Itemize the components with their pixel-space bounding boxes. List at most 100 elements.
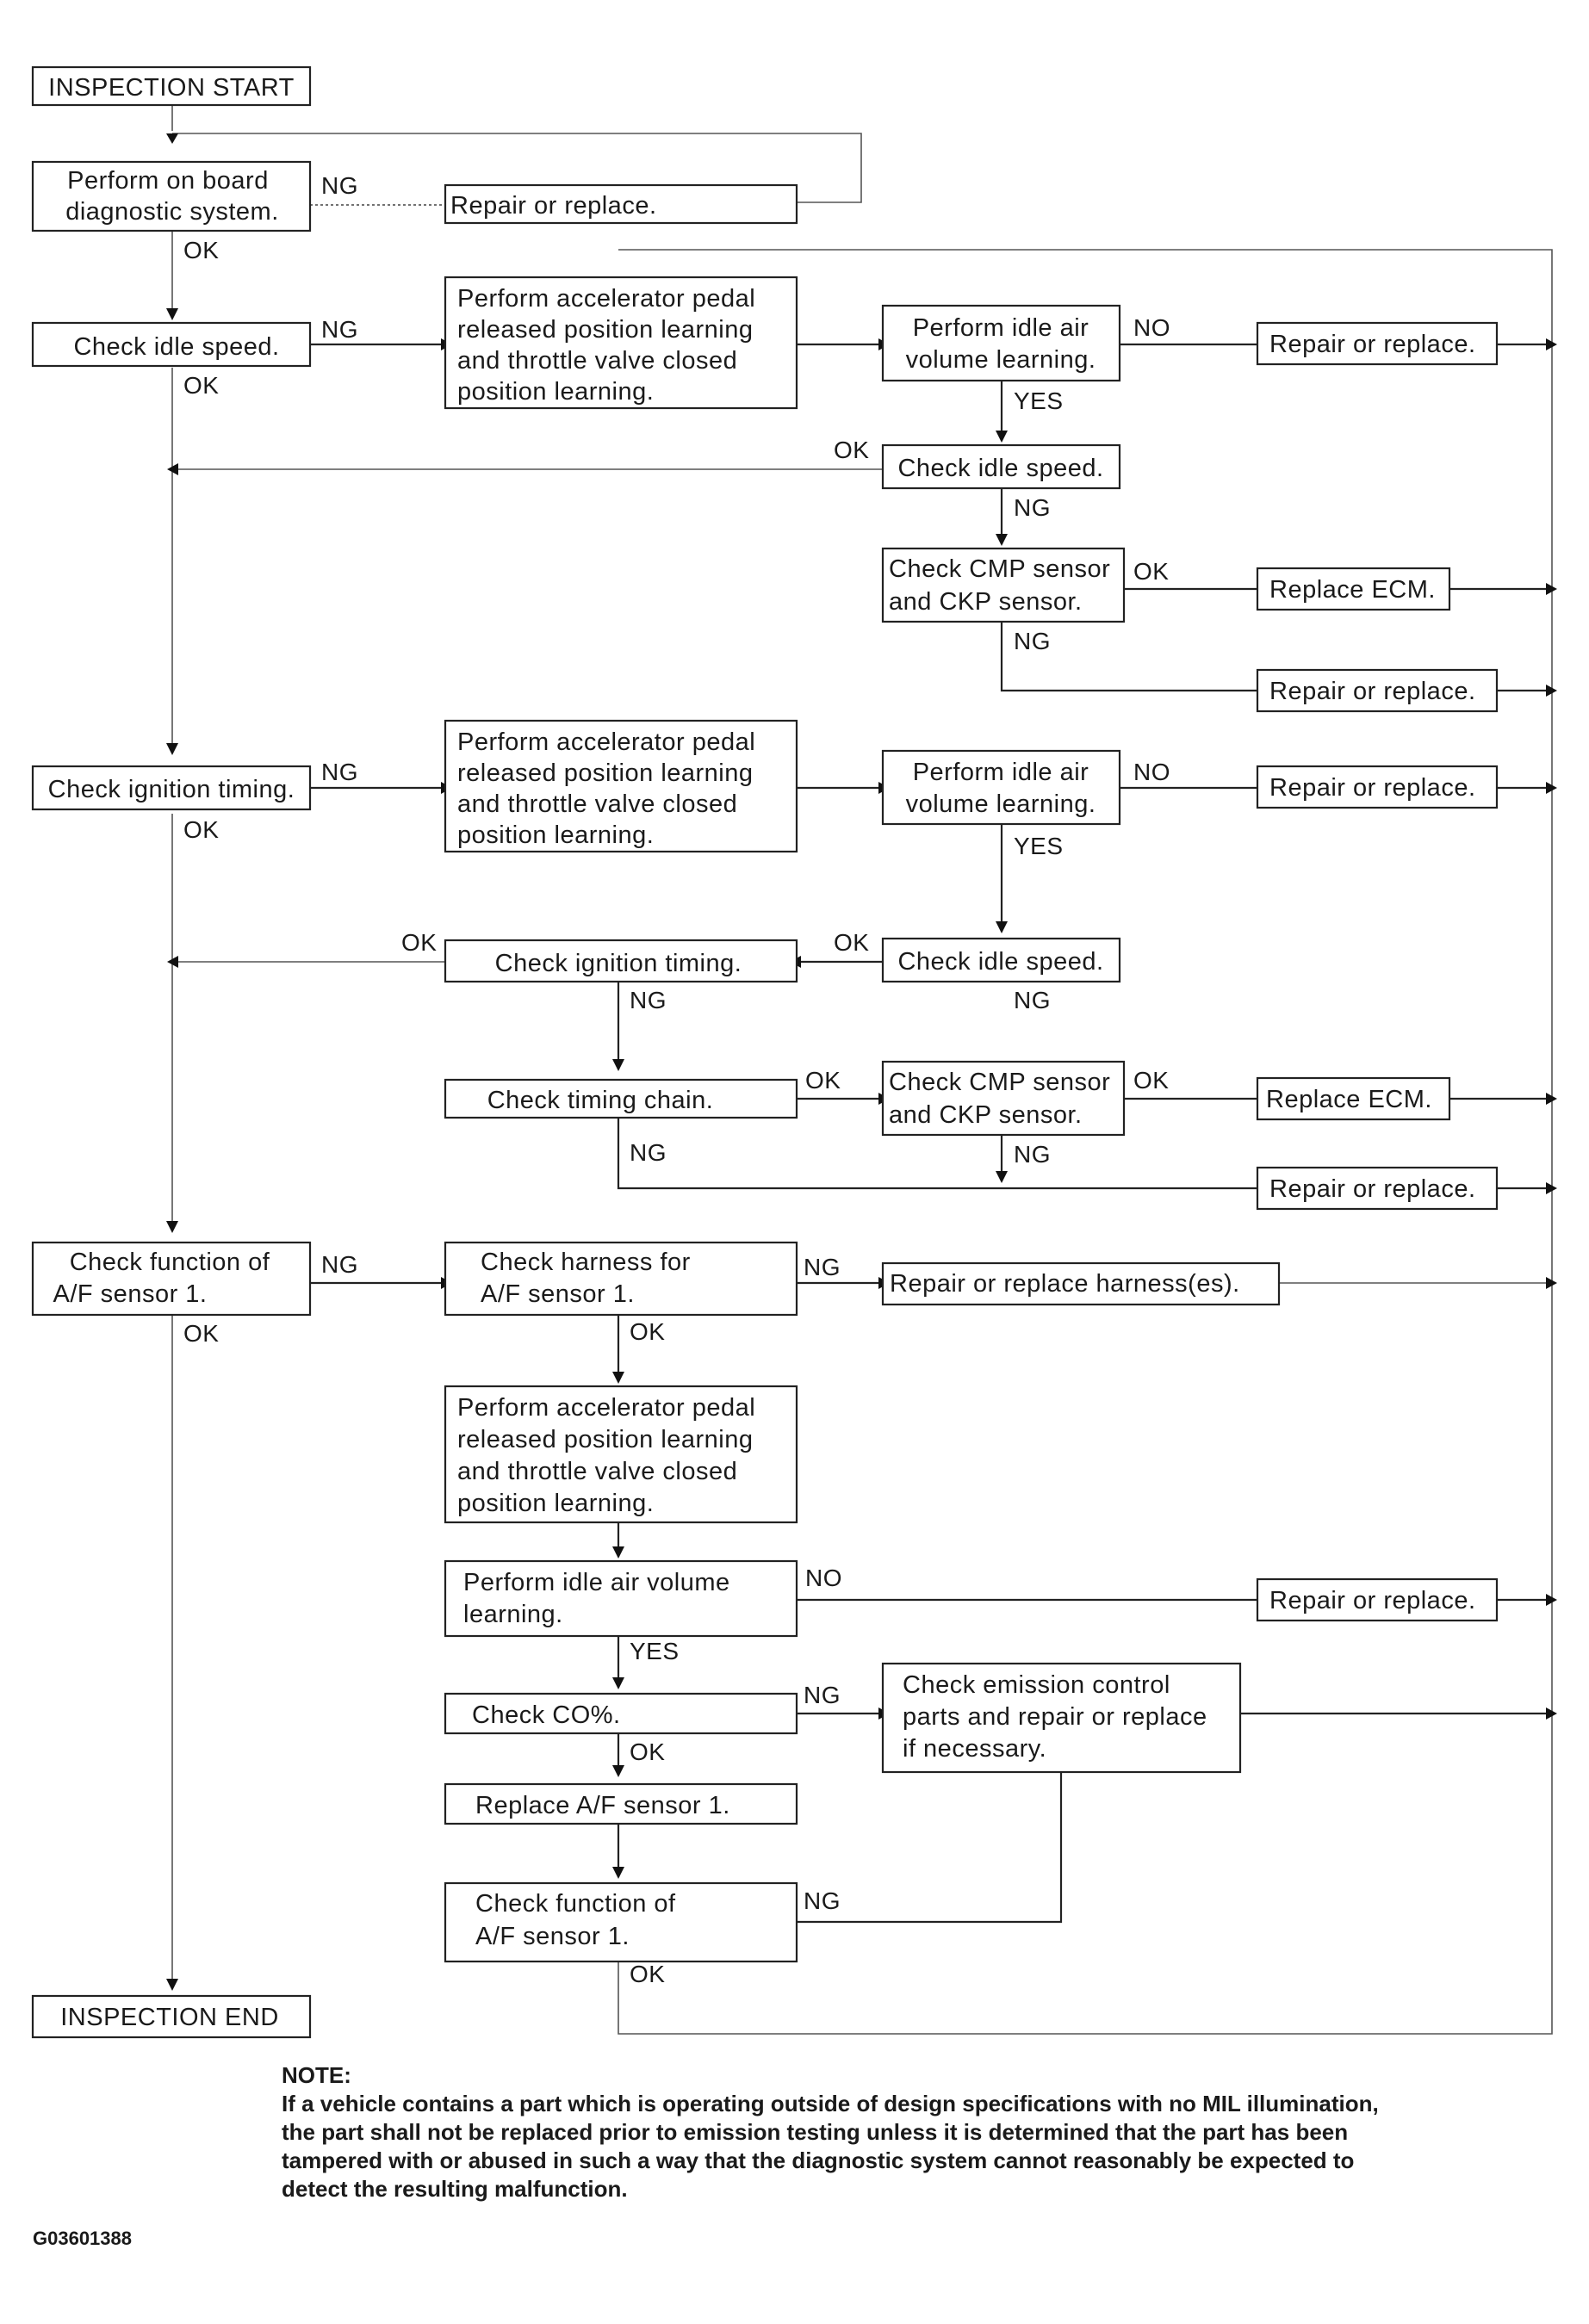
connector-lines bbox=[171, 105, 1553, 2035]
repair-box-2b: Repair or replace. bbox=[1256, 1166, 1499, 1211]
obd-label-line2: diagnostic system. bbox=[65, 198, 279, 226]
check-co-label: Check CO%. bbox=[472, 1701, 621, 1729]
repair-box-3: Repair or replace. bbox=[1256, 1577, 1499, 1622]
arrow-head bbox=[612, 1372, 624, 1384]
check-af-function-box-2: Check function of A/F sensor 1. bbox=[444, 1881, 798, 1963]
inspection-start-box: INSPECTION START bbox=[31, 65, 312, 107]
accel-learning-box-2: Perform accelerator pedal released posit… bbox=[444, 719, 798, 853]
arrow-head bbox=[1546, 1594, 1557, 1606]
accel-learning-line1: Perform accelerator pedal bbox=[457, 1394, 755, 1422]
accel-learning-line2: released position learning bbox=[457, 316, 754, 344]
replace-ecm-label: Replace ECM. bbox=[1266, 1086, 1432, 1113]
arrow-head bbox=[1546, 685, 1557, 697]
arrow-head bbox=[166, 1979, 178, 1991]
ng-label: NG bbox=[1014, 494, 1051, 521]
ng-label: NG bbox=[321, 316, 358, 343]
repair-harness-label: Repair or replace harness(es). bbox=[890, 1270, 1240, 1298]
replace-af-label: Replace A/F sensor 1. bbox=[475, 1792, 730, 1819]
accel-learning-box-3: Perform accelerator pedal released posit… bbox=[444, 1385, 798, 1524]
ok-label: OK bbox=[630, 1961, 665, 1987]
ok-label: OK bbox=[630, 1318, 665, 1345]
replace-af-box: Replace A/F sensor 1. bbox=[444, 1782, 798, 1825]
accel-learning-line3: and throttle valve closed bbox=[457, 1458, 737, 1485]
accel-learning-line2: released position learning bbox=[457, 1426, 754, 1453]
ok-label: OK bbox=[630, 1738, 665, 1765]
arrow-head bbox=[612, 1546, 624, 1559]
ng-label: NG bbox=[1014, 987, 1051, 1013]
arrow-head bbox=[1546, 583, 1557, 595]
check-idle-speed-box: Check idle speed. bbox=[31, 321, 312, 368]
note-line: If a vehicle contains a part which is op… bbox=[282, 2091, 1379, 2116]
arrow-head bbox=[996, 534, 1008, 546]
ng-label: NG bbox=[1014, 1141, 1051, 1168]
check-af-function-box: Check function of A/F sensor 1. bbox=[31, 1241, 312, 1317]
idle-air-line2: volume learning. bbox=[906, 346, 1096, 374]
note-line: tampered with or abused in such a way th… bbox=[282, 2147, 1354, 2173]
ok-label: OK bbox=[1133, 1067, 1169, 1094]
repair-label: Repair or replace. bbox=[1269, 331, 1476, 358]
check-ignition-timing-label: Check ignition timing. bbox=[48, 776, 295, 803]
obd-box: Perform on board diagnostic system. bbox=[31, 160, 312, 232]
idle-air-line2: learning. bbox=[463, 1601, 563, 1628]
accel-learning-box-1: Perform accelerator pedal released posit… bbox=[444, 276, 798, 410]
arrow-head bbox=[167, 956, 178, 968]
yes-label: YES bbox=[630, 1638, 680, 1664]
ng-label: NG bbox=[804, 1887, 841, 1914]
accel-learning-line1: Perform accelerator pedal bbox=[457, 728, 755, 756]
accel-learning-line4: position learning. bbox=[457, 821, 654, 849]
check-ignition-timing-label: Check ignition timing. bbox=[495, 950, 742, 977]
accel-learning-line1: Perform accelerator pedal bbox=[457, 285, 755, 313]
emission-parts-box: Check emission control parts and repair … bbox=[881, 1662, 1242, 1774]
arrow-head bbox=[167, 463, 178, 475]
accel-learning-line4: position learning. bbox=[457, 1490, 654, 1517]
note-line: detect the resulting malfunction. bbox=[282, 2176, 628, 2202]
replace-ecm-box-2: Replace ECM. bbox=[1256, 1076, 1451, 1121]
arrow-head bbox=[1546, 1182, 1557, 1194]
arrow-head bbox=[1546, 1277, 1557, 1289]
ok-label: OK bbox=[805, 1067, 841, 1094]
accel-learning-line4: position learning. bbox=[457, 378, 654, 406]
repair-label: Repair or replace. bbox=[1269, 774, 1476, 802]
cmp-ckp-line2: and CKP sensor. bbox=[889, 588, 1083, 616]
check-idle-speed-label: Check idle speed. bbox=[897, 455, 1103, 482]
ng-label: NG bbox=[321, 1251, 358, 1278]
arrow-head bbox=[996, 921, 1008, 933]
inspection-end-box: INSPECTION END bbox=[31, 1994, 312, 2039]
arrow-head bbox=[1546, 782, 1557, 794]
replace-ecm-box-1: Replace ECM. bbox=[1256, 567, 1451, 611]
yes-label: YES bbox=[1014, 387, 1064, 414]
ng-label: NG bbox=[630, 987, 667, 1013]
ok-label: OK bbox=[834, 929, 869, 956]
repair-label: Repair or replace. bbox=[1269, 678, 1476, 705]
emission-line3: if necessary. bbox=[903, 1735, 1046, 1763]
ng-label: NG bbox=[630, 1139, 667, 1166]
check-ignition-timing-box-2b: Check ignition timing. bbox=[444, 939, 798, 983]
arrow-head bbox=[1546, 338, 1557, 350]
ok-label: OK bbox=[183, 816, 219, 843]
ok-label: OK bbox=[183, 1320, 219, 1347]
yes-label: YES bbox=[1014, 833, 1064, 859]
af-harness-line1: Check harness for bbox=[481, 1249, 691, 1276]
ng-label: NG bbox=[804, 1254, 841, 1280]
idle-air-line2: volume learning. bbox=[906, 790, 1096, 818]
check-cmp-ckp-box-1: Check CMP sensor and CKP sensor. bbox=[881, 547, 1126, 623]
check-af-harness-box: Check harness for A/F sensor 1. bbox=[444, 1241, 798, 1317]
ok-label: OK bbox=[834, 437, 869, 463]
arrow-head bbox=[612, 1867, 624, 1879]
note-block: NOTE: If a vehicle contains a part which… bbox=[282, 2062, 1379, 2202]
arrow-head bbox=[612, 1677, 624, 1689]
arrow-head bbox=[612, 1765, 624, 1777]
idle-air-line1: Perform idle air bbox=[913, 759, 1089, 786]
idle-air-line1: Perform idle air volume bbox=[463, 1569, 730, 1596]
check-af-line2: A/F sensor 1. bbox=[475, 1923, 630, 1950]
ng-label: NG bbox=[321, 759, 358, 785]
check-co-box: Check CO%. bbox=[444, 1692, 798, 1735]
arrow-head bbox=[996, 1171, 1008, 1183]
repair-box-obd: Repair or replace. bbox=[444, 183, 798, 225]
inspection-start-label: INSPECTION START bbox=[48, 74, 295, 102]
idle-air-learning-box-2: Perform idle air volume learning. bbox=[881, 749, 1121, 826]
cmp-ckp-line1: Check CMP sensor bbox=[889, 555, 1110, 583]
ok-label: OK bbox=[183, 372, 219, 399]
arrow-head bbox=[166, 308, 178, 320]
repair-label: Repair or replace. bbox=[1269, 1175, 1476, 1203]
